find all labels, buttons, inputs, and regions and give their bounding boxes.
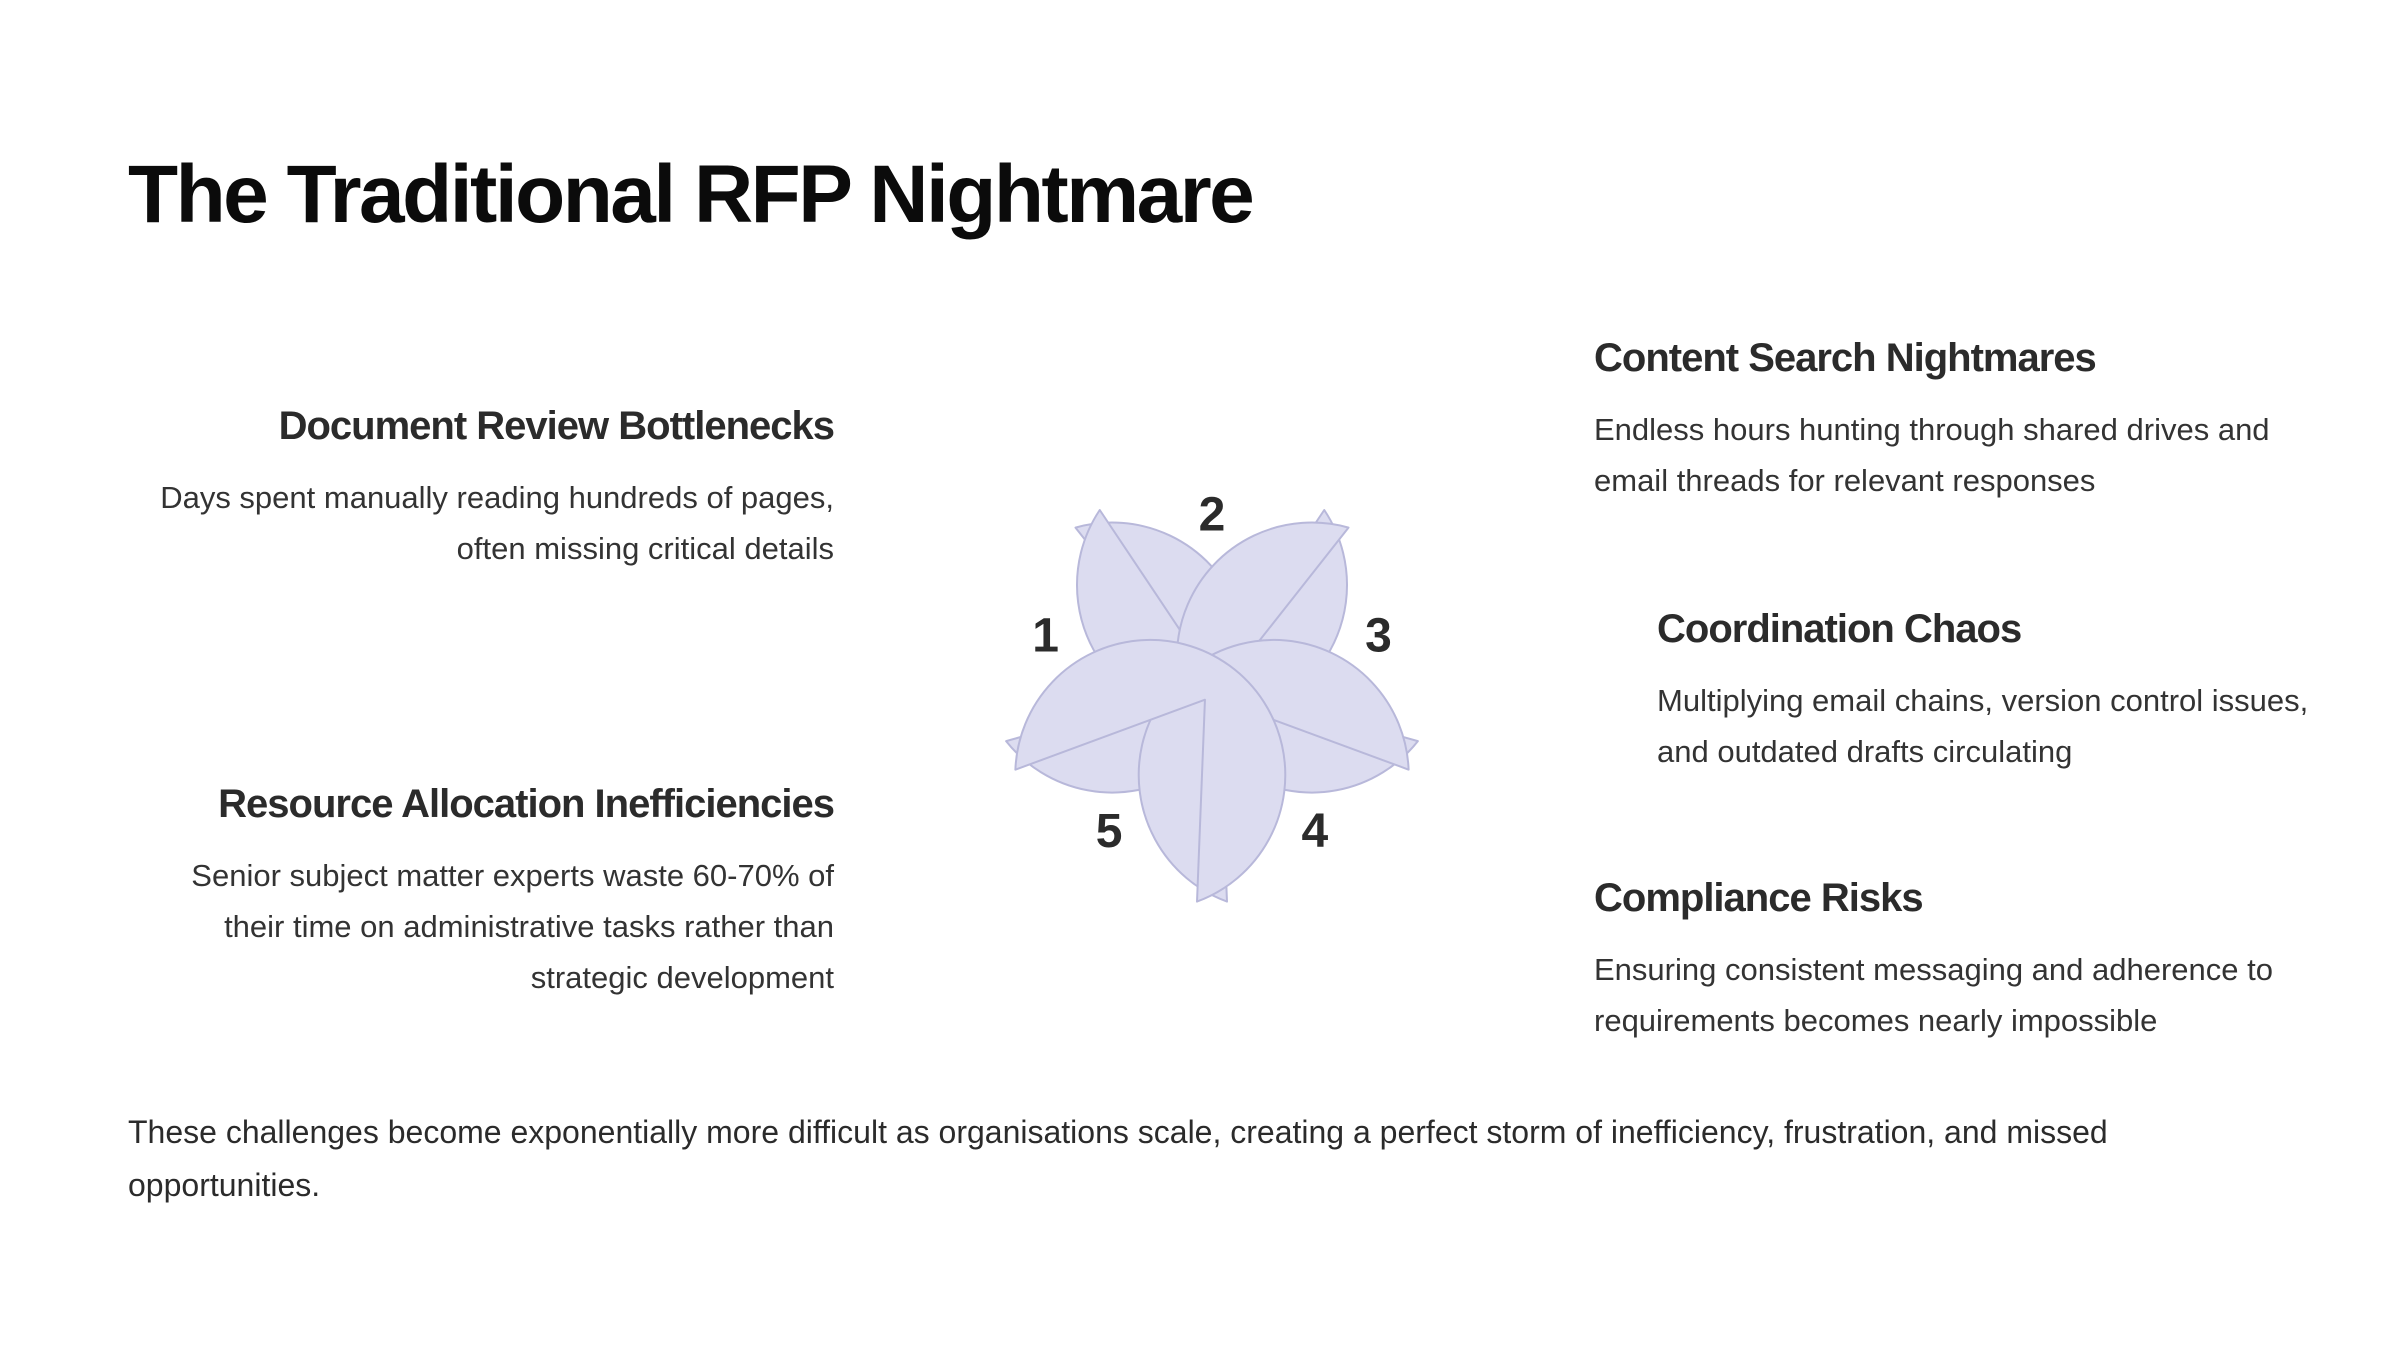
item-heading: Coordination Chaos	[1657, 607, 2022, 651]
page-title: The Traditional RFP Nightmare	[128, 149, 1255, 240]
item-content-search: Content Search Nightmares Endless hours …	[1594, 334, 2294, 506]
item-heading: Compliance Risks	[1594, 876, 1924, 920]
petal-number-2: 2	[1199, 489, 1226, 542]
item-resource-allocation: Resource Allocation Inefficiencies Senio…	[134, 780, 835, 1003]
item-description: Ensuring consistent messaging and adhere…	[1594, 952, 2273, 1038]
item-description: Endless hours hunting through shared dri…	[1594, 412, 2270, 498]
footer-text: These challenges become exponentially mo…	[128, 1114, 2108, 1203]
petal-5	[1014, 638, 1287, 903]
item-description: Senior subject matter experts waste 60-7…	[191, 858, 834, 995]
petal-number-4: 4	[1302, 805, 1329, 858]
item-heading: Document Review Bottlenecks	[278, 404, 835, 448]
item-coordination-chaos: Coordination Chaos Multiplying email cha…	[1657, 605, 2357, 777]
item-description: Multiplying email chains, version contro…	[1657, 683, 2309, 769]
item-document-review: Document Review Bottlenecks Days spent m…	[134, 402, 835, 574]
petal-number-1: 1	[1032, 609, 1059, 662]
item-heading: Content Search Nightmares	[1594, 336, 2097, 380]
item-compliance-risks: Compliance Risks Ensuring consistent mes…	[1594, 874, 2294, 1046]
item-heading: Resource Allocation Inefficiencies	[218, 782, 835, 826]
petal-number-5: 5	[1096, 805, 1123, 858]
item-description: Days spent manually reading hundreds of …	[160, 480, 834, 566]
petal-number-3: 3	[1365, 609, 1392, 662]
